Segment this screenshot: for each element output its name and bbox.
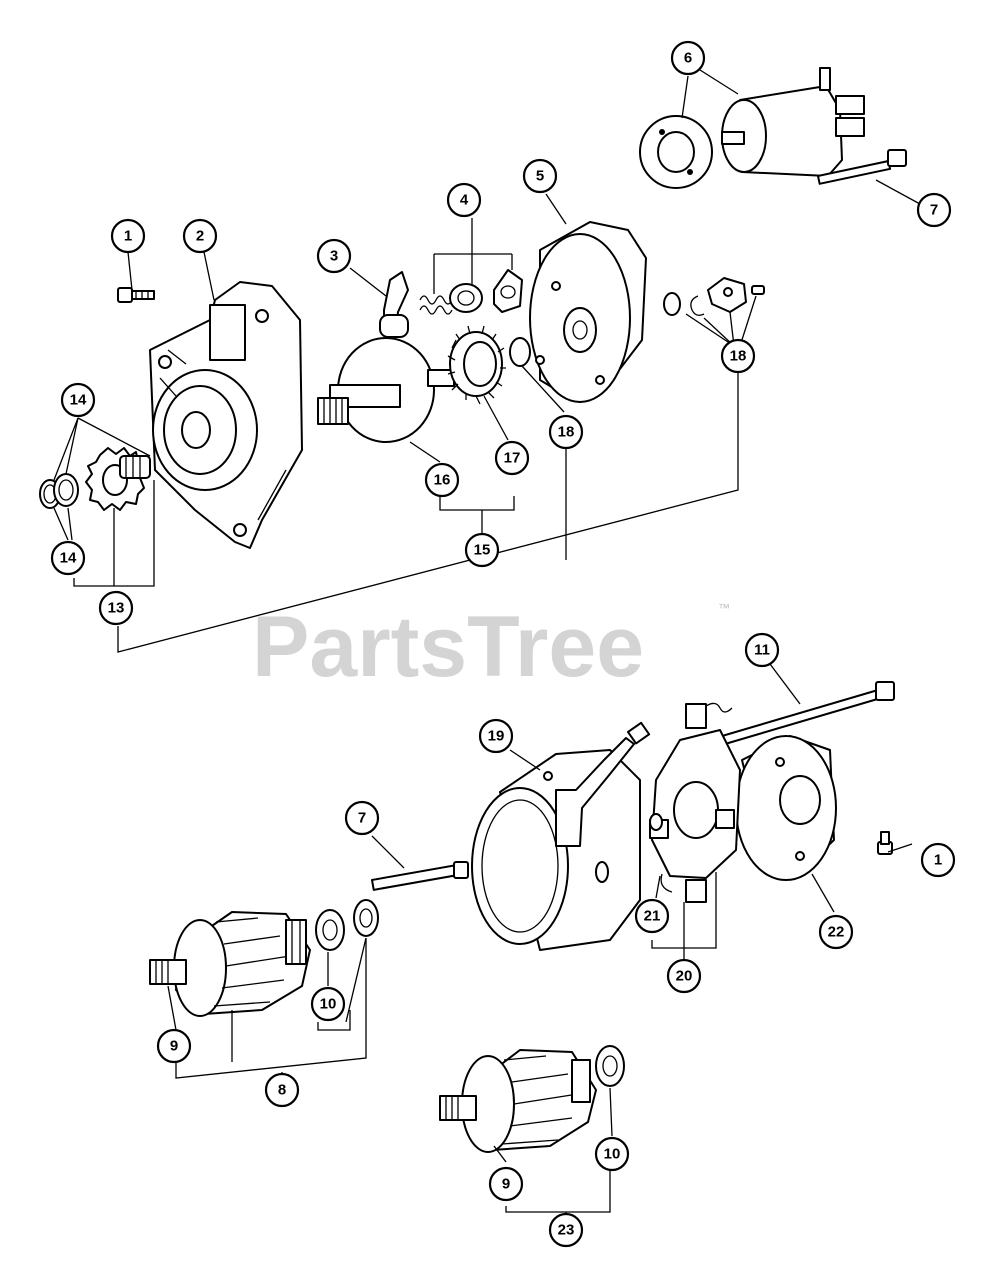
callout-15: 15 xyxy=(464,532,500,568)
part-spring-set xyxy=(419,269,523,315)
svg-text:2: 2 xyxy=(196,228,204,245)
svg-text:9: 9 xyxy=(502,1176,510,1193)
svg-text:21: 21 xyxy=(644,908,661,925)
part-bracket-set xyxy=(663,277,765,316)
part-brush-holder xyxy=(649,702,741,903)
part-through-bolt-11 xyxy=(721,681,895,745)
svg-text:8: 8 xyxy=(278,1082,286,1099)
watermark-trademark: ™ xyxy=(718,601,730,615)
svg-text:20: 20 xyxy=(676,968,693,985)
part-idler-gear xyxy=(447,325,506,405)
part-through-bolt-bottom xyxy=(371,861,469,891)
svg-text:3: 3 xyxy=(330,248,338,265)
svg-text:18: 18 xyxy=(558,424,575,441)
part-output-shaft xyxy=(317,337,455,443)
part-bearing-and-washer xyxy=(315,899,379,951)
svg-text:18: 18 xyxy=(730,348,747,365)
callout-11: 11 xyxy=(744,632,780,668)
callout-18-right: 18 xyxy=(720,338,756,374)
callout-17: 17 xyxy=(494,440,530,476)
part-through-bolt-top xyxy=(817,149,907,185)
callout-16: 16 xyxy=(424,462,460,498)
svg-text:5: 5 xyxy=(536,168,544,185)
svg-text:10: 10 xyxy=(604,1146,621,1163)
part-pinion-gear xyxy=(85,447,151,511)
part-retaining-rings xyxy=(39,473,79,509)
svg-text:6: 6 xyxy=(684,50,692,67)
part-yoke xyxy=(471,721,651,951)
svg-text:9: 9 xyxy=(170,1038,178,1055)
callout-13: 13 xyxy=(98,590,134,626)
callout-1-top: 1 xyxy=(110,218,146,254)
svg-text:4: 4 xyxy=(460,192,469,209)
callout-9-bottom: 9 xyxy=(488,1166,524,1202)
svg-text:7: 7 xyxy=(930,202,938,219)
callout-1-bottom: 1 xyxy=(920,842,956,878)
svg-text:10: 10 xyxy=(320,996,337,1013)
svg-text:7: 7 xyxy=(358,810,366,827)
callout-2: 2 xyxy=(182,218,218,254)
callout-3: 3 xyxy=(316,238,352,274)
svg-text:11: 11 xyxy=(754,642,770,659)
callout-10-top: 10 xyxy=(310,986,346,1022)
part-bolt-1-top xyxy=(117,287,155,303)
callout-7-bottom: 7 xyxy=(344,800,380,836)
callout-14-bottom: 14 xyxy=(50,540,86,576)
callout-14-top: 14 xyxy=(60,382,96,418)
callout-18-center: 18 xyxy=(548,414,584,450)
part-bolt-1-bottom xyxy=(877,831,893,855)
callout-8: 8 xyxy=(264,1072,300,1108)
svg-text:15: 15 xyxy=(474,542,491,559)
svg-text:13: 13 xyxy=(108,600,125,617)
callout-7-top: 7 xyxy=(916,192,952,228)
svg-text:17: 17 xyxy=(504,450,521,467)
svg-text:14: 14 xyxy=(70,392,87,409)
callout-10-bottom: 10 xyxy=(594,1136,630,1172)
svg-text:1: 1 xyxy=(124,228,132,245)
svg-text:14: 14 xyxy=(60,550,77,567)
watermark-text: PartsTree xyxy=(252,599,644,695)
part-armature-upper xyxy=(149,911,311,1017)
svg-text:19: 19 xyxy=(488,728,505,745)
callout-9-top: 9 xyxy=(156,1028,192,1064)
part-washer-center xyxy=(509,337,531,367)
part-drive-housing xyxy=(149,281,303,549)
callout-21: 21 xyxy=(634,898,670,934)
svg-text:16: 16 xyxy=(434,472,451,489)
svg-text:22: 22 xyxy=(828,924,845,941)
svg-text:1: 1 xyxy=(934,852,942,869)
callout-4: 4 xyxy=(446,182,482,218)
part-commutator-end-cover xyxy=(735,735,837,881)
part-solenoid xyxy=(639,67,865,189)
callout-23: 23 xyxy=(548,1212,584,1248)
callout-6: 6 xyxy=(670,40,706,76)
callout-5: 5 xyxy=(522,158,558,194)
callout-19: 19 xyxy=(478,718,514,754)
callout-22: 22 xyxy=(818,914,854,950)
svg-text:23: 23 xyxy=(558,1222,575,1239)
part-armature-lower xyxy=(439,1045,625,1153)
callout-20: 20 xyxy=(666,958,702,994)
part-shift-lever xyxy=(379,271,409,338)
part-gear-housing-cover xyxy=(529,221,647,403)
